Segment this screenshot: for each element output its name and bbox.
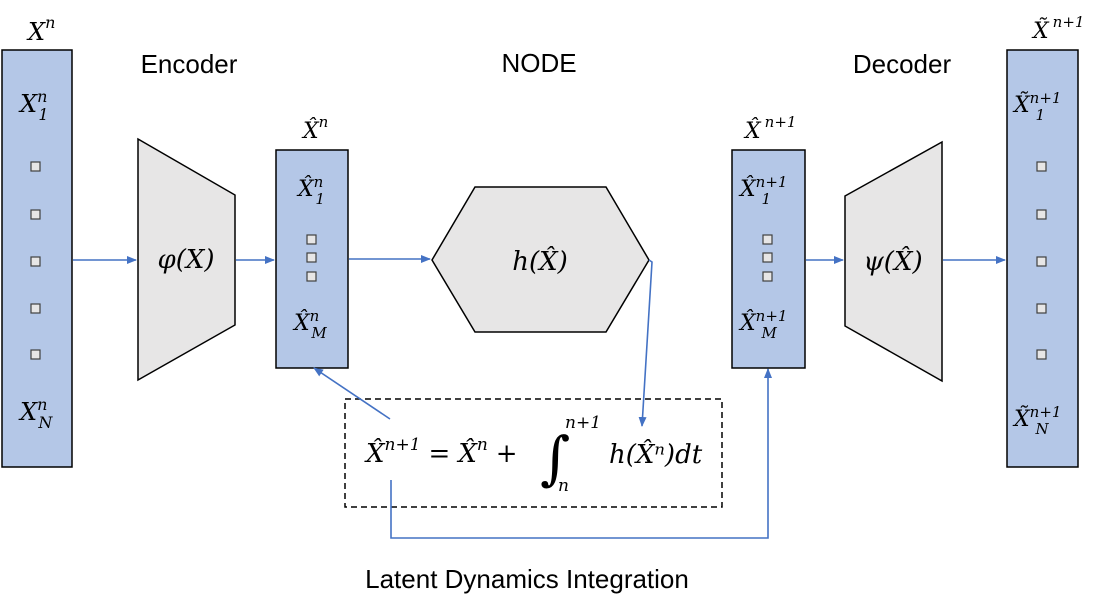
output-dot — [1036, 209, 1047, 220]
decoder-title: Decoder — [853, 49, 952, 79]
integral-sign: ∫ — [540, 424, 570, 492]
output-dot — [1036, 303, 1047, 314]
encoder-block: φ(X) — [137, 137, 236, 382]
decoder-function: ψ(X̂) — [863, 246, 922, 277]
latent-dot — [306, 271, 317, 282]
encoder-function: φ(X) — [157, 245, 214, 275]
integrand: h(X̂ⁿ)dt — [609, 439, 703, 470]
integration-equation: X̂n+1=X̂n+ — [364, 435, 518, 469]
encoder-title: Encoder — [141, 49, 238, 79]
output-dot — [1036, 349, 1047, 360]
node-block: h(X̂) — [431, 186, 650, 333]
next-latent-dot — [762, 252, 773, 263]
arrow-node-to-integration — [638, 259, 653, 427]
input-header: Xn — [26, 13, 55, 46]
arrow-integration-to-next-latent — [390, 368, 772, 539]
arrow-integration-to-latent — [313, 367, 391, 420]
latent-header: X̂n — [301, 113, 328, 144]
latent-dot — [306, 252, 317, 263]
node-function: h(X̂) — [512, 246, 568, 277]
integral-lower-limit: n — [558, 476, 569, 496]
node-title: NODE — [501, 48, 576, 78]
encoder-trapezoid — [137, 137, 236, 382]
input-dot — [30, 256, 41, 267]
input-dot — [30, 209, 41, 220]
input-dot — [30, 161, 41, 172]
next-latent-header: X̂n+1 — [743, 113, 796, 144]
input-dot — [30, 349, 41, 360]
integration-dashed-border — [344, 398, 723, 508]
integration-box: X̂n+1=X̂n+ ∫ n+1 n h(X̂ⁿ)dt — [344, 398, 723, 508]
input-dot — [30, 303, 41, 314]
next-latent-dot — [762, 234, 773, 245]
decoder-trapezoid — [844, 140, 943, 383]
caption: Latent Dynamics Integration — [365, 564, 689, 594]
next-latent-dot — [762, 271, 773, 282]
output-header: X̃n+1 — [1031, 13, 1084, 44]
integral-upper-limit: n+1 — [565, 413, 601, 433]
output-dot — [1036, 161, 1047, 172]
output-dot — [1036, 256, 1047, 267]
decoder-block: ψ(X̂) — [844, 140, 943, 383]
latent-dot — [306, 234, 317, 245]
